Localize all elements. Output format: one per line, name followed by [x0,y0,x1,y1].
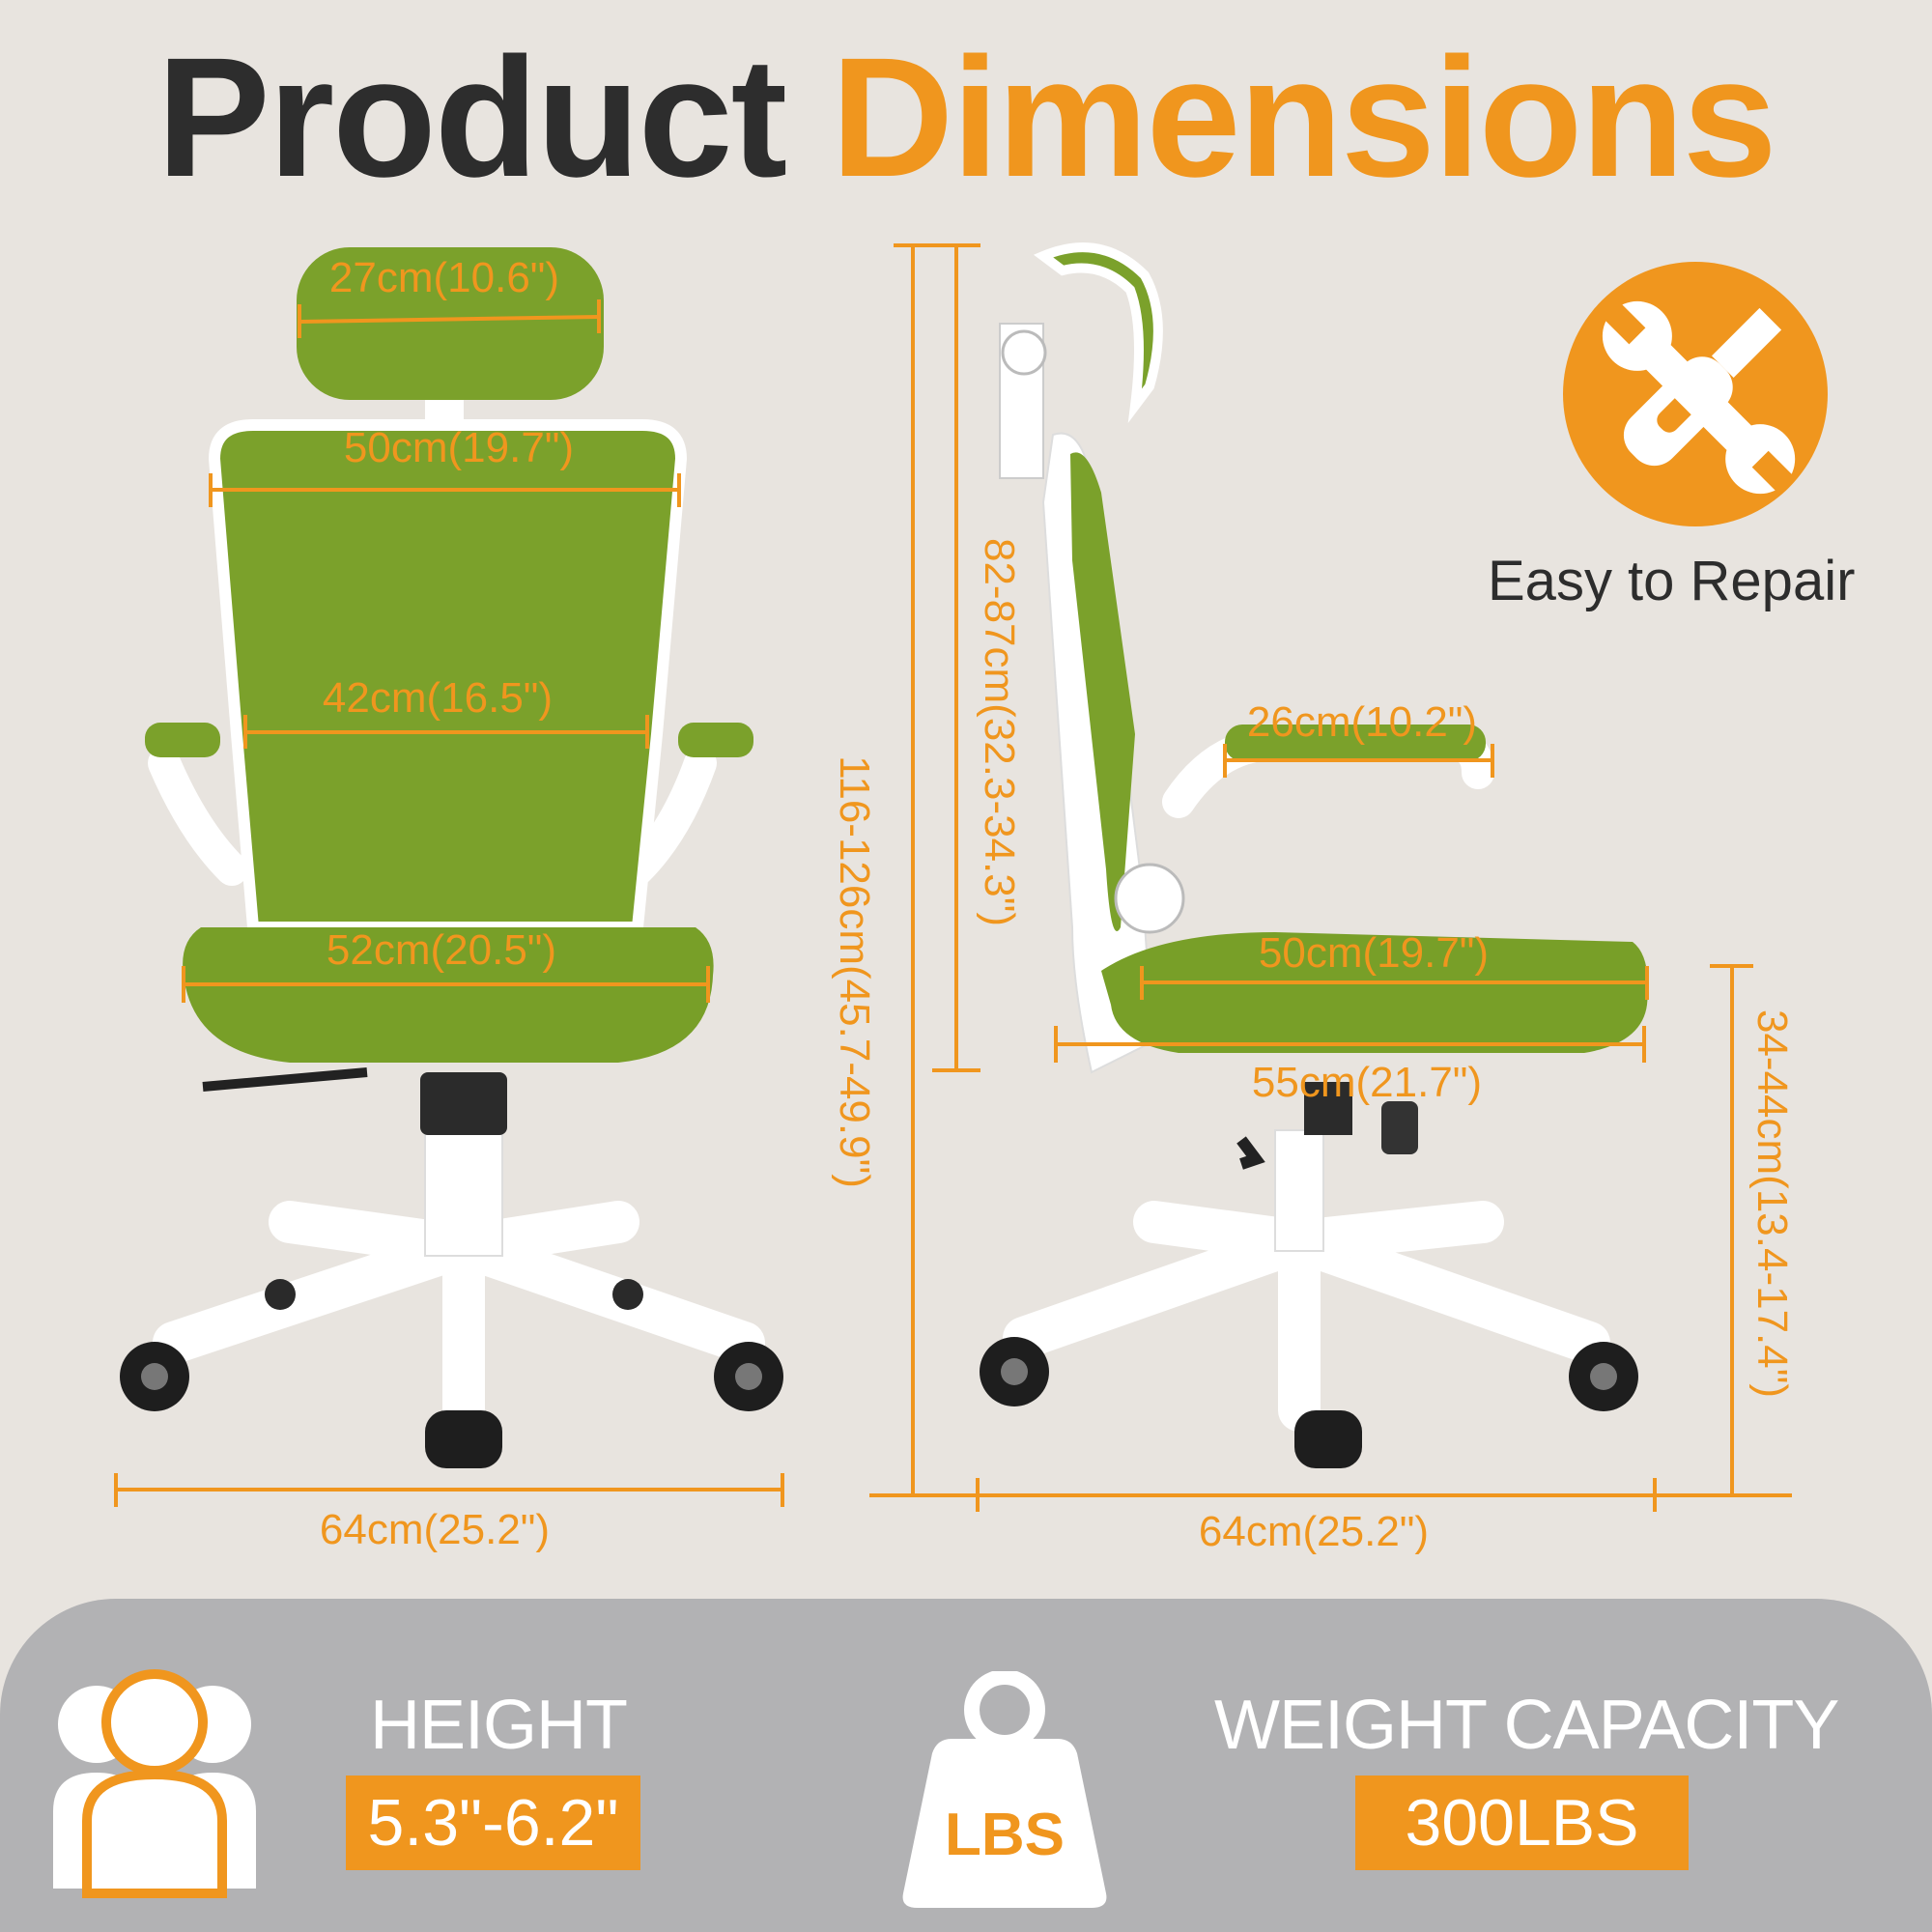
front-chair [120,247,783,1468]
weight-icon: LBS [902,1671,1107,1908]
wrench-screwdriver-icon [1563,262,1828,526]
height-title: HEIGHT [370,1687,628,1764]
front-dimension-lines [114,299,784,1507]
seat-depth-label: 50cm(19.7") [1259,929,1489,977]
side-chair [980,242,1648,1468]
armrest-length-label: 26cm(10.2") [1247,698,1477,746]
back-mid-width-label: 42cm(16.5") [323,674,553,722]
title-part-dimensions: Dimensions [831,23,1777,213]
back-top-width-label: 50cm(19.7") [344,424,574,471]
weight-icon-label: LBS [945,1802,1065,1868]
page-title: Product Dimensions [0,21,1932,214]
back-height-label: 82-87cm(32.3-34.3") [976,538,1023,926]
weight-title: WEIGHT CAPACITY [1214,1687,1839,1764]
title-part-product: Product [156,23,787,213]
repair-label: Easy to Repair [1488,550,1856,612]
height-value: 5.3"-6.2" [346,1776,640,1870]
side-base-width-label: 64cm(25.2") [1199,1508,1429,1555]
side-dimension-lines [869,243,1792,1512]
people-icon [53,1669,256,1898]
seat-height-label: 34-44cm(13.4-17.4") [1748,1009,1796,1398]
seat-width-label: 52cm(20.5") [327,926,556,974]
total-height-label: 116-126cm(45.7-49.9") [831,755,878,1188]
weight-value: 300LBS [1355,1776,1689,1870]
front-base-width-label: 64cm(25.2") [320,1506,550,1553]
headrest-width-label: 27cm(10.6") [329,254,559,301]
seat-to-back-depth-label: 55cm(21.7") [1252,1059,1482,1106]
